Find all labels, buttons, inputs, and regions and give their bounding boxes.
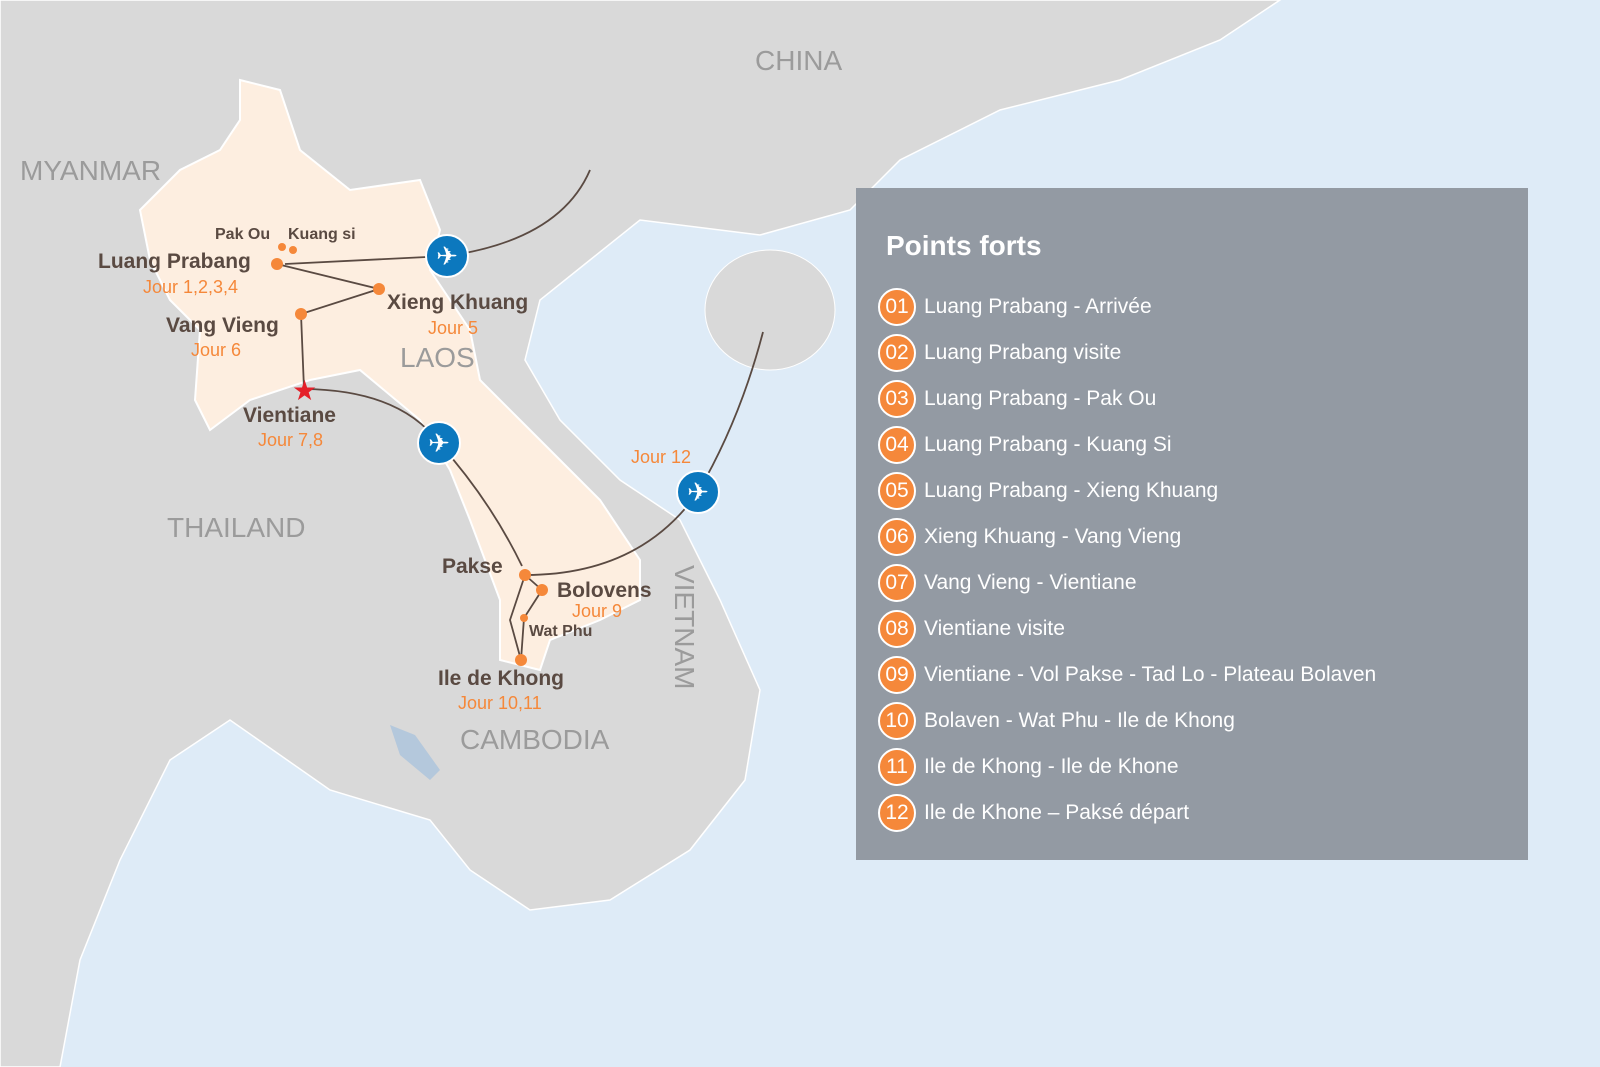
route-stops [271, 243, 548, 666]
label-laos: LAOS [400, 342, 475, 373]
label-cambodia: CAMBODIA [460, 724, 610, 755]
place-wat-phu: Wat Phu [529, 623, 593, 640]
list-item-label: Luang Prabang - Pak Ou [924, 387, 1157, 410]
label-vietnam: VIETNAM [669, 565, 700, 690]
city-ile-de-khong: Ile de Khong [438, 667, 564, 690]
day-number-badge: 05 [878, 472, 916, 510]
day-luang-prabang: Jour 1,2,3,4 [143, 277, 239, 297]
day-number-badge: 09 [878, 656, 916, 694]
label-china: CHINA [755, 45, 843, 76]
day-bolovens: Jour 9 [572, 601, 623, 621]
place-pak-ou: Pak Ou [215, 226, 271, 243]
day-vang-vieng: Jour 6 [191, 340, 242, 360]
panel-title: Points forts [886, 230, 1042, 261]
place-kuang-si: Kuang si [288, 226, 356, 243]
list-item-label: Luang Prabang - Kuang Si [924, 433, 1172, 456]
list-item-label: Vientiane visite [924, 617, 1065, 640]
city-vang-vieng: Vang Vieng [166, 314, 279, 337]
city-bolovens: Bolovens [557, 579, 652, 602]
city-luang-prabang: Luang Prabang [98, 250, 251, 273]
list-item: 01 Luang Prabang - Arrivée [878, 284, 1376, 330]
day-number-badge: 02 [878, 334, 916, 372]
day-vientiane: Jour 7,8 [258, 430, 324, 450]
day-number-badge: 08 [878, 610, 916, 648]
day-number-badge: 06 [878, 518, 916, 556]
list-item-label: Ile de Khone – Paksé départ [924, 801, 1190, 824]
airplane-icon: ✈ [425, 234, 469, 278]
list-item-label: Luang Prabang - Arrivée [924, 295, 1152, 318]
day-number-badge: 11 [878, 748, 916, 786]
airplane-icon: ✈ [676, 470, 720, 514]
tonle-sap-lake [390, 725, 440, 780]
day-number-badge: 10 [878, 702, 916, 740]
list-item-label: Vang Vieng - Vientiane [924, 571, 1137, 594]
capital-star-icon: ★ [292, 375, 317, 406]
list-item-label: Bolaven - Wat Phu - Ile de Khong [924, 709, 1235, 732]
highlights-panel: Points forts 01 Luang Prabang - Arrivée 02… [856, 188, 1528, 860]
day-xieng-khuang: Jour 5 [428, 318, 479, 338]
label-thailand: THAILAND [167, 512, 306, 543]
list-item: 04 Luang Prabang - Kuang Si [878, 422, 1376, 468]
airplane-icon: ✈ [417, 421, 461, 465]
day-ile-de-khong: Jour 10,11 [458, 693, 542, 713]
list-item: 07 Vang Vieng - Vientiane [878, 560, 1376, 606]
list-item-label: Luang Prabang - Xieng Khuang [924, 479, 1219, 502]
day-number-badge: 04 [878, 426, 916, 464]
city-vientiane: Vientiane [243, 404, 336, 427]
city-pakse: Pakse [442, 555, 503, 578]
list-item: 08 Vientiane visite [878, 606, 1376, 652]
list-item: 05 Luang Prabang - Xieng Khuang [878, 468, 1376, 514]
list-item-label: Vientiane - Vol Pakse - Tad Lo - Plateau… [924, 663, 1377, 686]
list-item: 12 Ile de Khone – Paksé départ [878, 790, 1376, 836]
list-item: 10 Bolaven - Wat Phu - Ile de Khong [878, 698, 1376, 744]
list-item: 11 Ile de Khong - Ile de Khone [878, 744, 1376, 790]
list-item: 09 Vientiane - Vol Pakse - Tad Lo - Plate… [878, 652, 1376, 698]
label-myanmar: MYANMAR [20, 155, 162, 186]
list-item: 06 Xieng Khuang - Vang Vieng [878, 514, 1376, 560]
day-number-badge: 03 [878, 380, 916, 418]
city-xieng-khuang: Xieng Khuang [387, 291, 529, 314]
list-item-label: Luang Prabang visite [924, 341, 1122, 364]
day-departure: Jour 12 [631, 447, 692, 467]
day-number-badge: 01 [878, 288, 916, 326]
hainan-island [704, 249, 836, 371]
list-item-label: Ile de Khong - Ile de Khone [924, 755, 1179, 778]
day-number-badge: 12 [878, 794, 916, 832]
list-item-label: Xieng Khuang - Vang Vieng [924, 525, 1182, 548]
day-number-badge: 07 [878, 564, 916, 602]
list-item: 02 Luang Prabang visite [878, 330, 1376, 376]
list-item: 03 Luang Prabang - Pak Ou [878, 376, 1376, 422]
